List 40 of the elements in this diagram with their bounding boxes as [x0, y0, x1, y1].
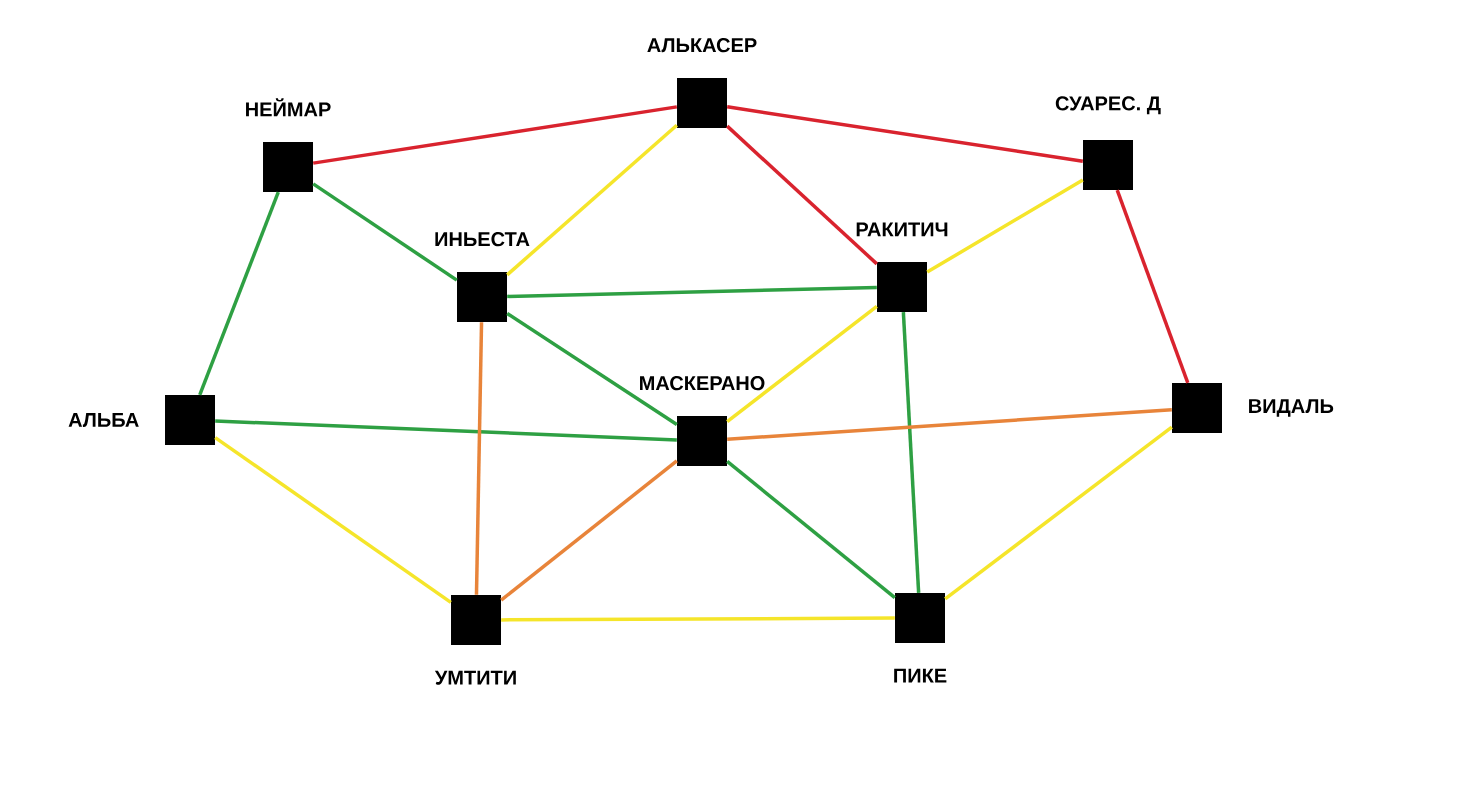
connector-line	[726, 304, 878, 423]
square-node: ПИКЕ	[894, 593, 947, 683]
square-node: АЛЬБА	[68, 395, 215, 445]
connector-line	[474, 322, 484, 595]
connector-line	[727, 407, 1172, 442]
connector-line	[506, 123, 678, 277]
square-node: НЕЙМАР	[246, 98, 331, 192]
square-node: МАСКЕРАНО	[640, 376, 765, 466]
square-node: УМТИТИ	[434, 595, 516, 685]
node-label: СУАРЕС. Д	[1055, 96, 1161, 115]
node-label: АЛЬБА	[68, 413, 139, 427]
node-label: УМТИТИ	[434, 670, 516, 685]
square-node: ИНЬЕСТА	[435, 232, 530, 322]
connector-line	[901, 312, 921, 593]
connector-line	[726, 105, 1084, 163]
connector-line	[506, 312, 678, 426]
connector-line	[198, 191, 280, 396]
connector-line	[926, 178, 1084, 274]
node-label: АЛЬКАСЕР	[647, 38, 757, 53]
connector-line	[501, 616, 895, 622]
connector-line	[726, 124, 878, 266]
node-label: ИНЬЕСТА	[435, 232, 530, 247]
square-node: СУАРЕС. Д	[1055, 96, 1161, 190]
square-node: РАКИТИЧ	[856, 222, 948, 312]
connector-line	[312, 105, 678, 165]
node-label: ВИДАЛЬ	[1249, 399, 1334, 417]
node-label: МАСКЕРАНО	[640, 376, 765, 391]
connector-line	[312, 182, 458, 282]
connector-line	[944, 425, 1173, 601]
connector-line	[726, 460, 896, 599]
connector-line	[507, 285, 877, 299]
connector-line	[500, 459, 678, 602]
square-node: АЛЬКАСЕР	[647, 38, 757, 128]
connector-line	[1115, 189, 1190, 384]
node-label: НЕЙМАР	[246, 98, 331, 117]
node-label: РАКИТИЧ	[856, 222, 948, 237]
connector-line	[215, 419, 677, 442]
square-node: ВИДАЛЬ	[1172, 383, 1334, 433]
node-label: ПИКЕ	[894, 668, 947, 683]
connector-line	[214, 436, 452, 604]
